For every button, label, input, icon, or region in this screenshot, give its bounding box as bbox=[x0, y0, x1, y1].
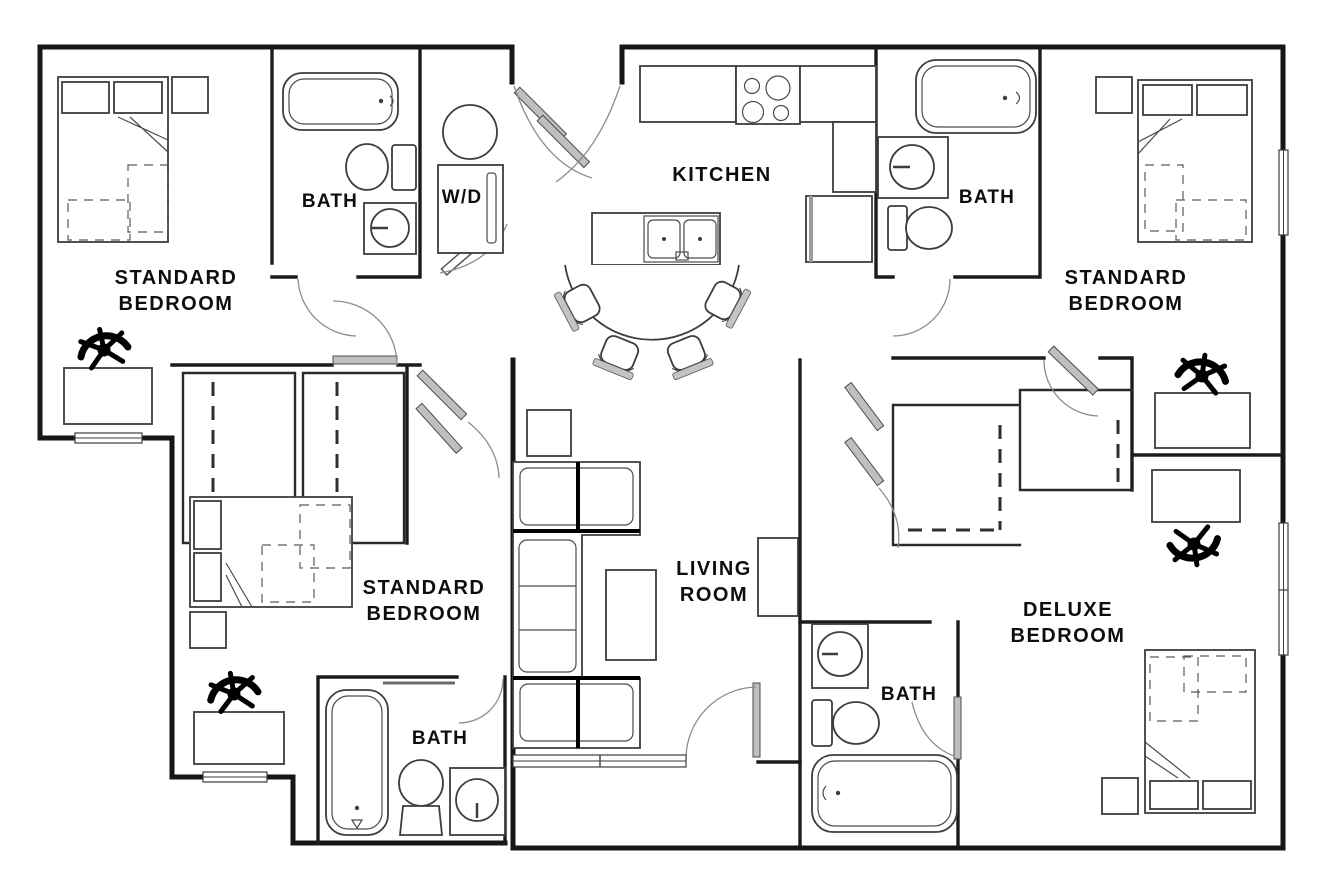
hall-door-panel bbox=[415, 402, 463, 454]
windows bbox=[74, 149, 1289, 783]
room-label-bath-bottom-left: BATH bbox=[412, 728, 468, 749]
coffee-table bbox=[605, 569, 657, 661]
room-label-living-room-2: ROOM bbox=[680, 584, 748, 606]
deluxe-door-panel bbox=[844, 436, 885, 487]
pillow bbox=[1142, 84, 1193, 116]
bath-door-panel bbox=[953, 696, 962, 760]
room-label-bedroom-top-left: STANDARD bbox=[115, 267, 238, 289]
refrigerator bbox=[805, 195, 873, 263]
desk bbox=[1151, 469, 1241, 523]
side-table bbox=[526, 409, 572, 457]
pillow bbox=[1202, 780, 1252, 810]
outer-walls bbox=[37, 44, 1286, 851]
desk-chair bbox=[1176, 352, 1229, 394]
sink-vanity bbox=[449, 767, 506, 836]
bath-top-left-fixtures bbox=[282, 72, 504, 255]
kitchen-counter bbox=[639, 65, 737, 123]
room-label-living-room: LIVING bbox=[676, 558, 752, 580]
nightstand bbox=[1101, 777, 1139, 815]
bed-top-left bbox=[57, 76, 209, 243]
kitchen-fixtures bbox=[552, 65, 877, 382]
washer-dryer bbox=[437, 104, 504, 254]
toilet bbox=[398, 759, 444, 836]
bathtub bbox=[811, 754, 958, 833]
entry-door-panel bbox=[536, 114, 591, 169]
room-label-bath-top-right: BATH bbox=[959, 187, 1015, 208]
kitchen-counter bbox=[799, 65, 877, 123]
room-label-bath-deluxe: BATH bbox=[881, 684, 937, 705]
toilet bbox=[887, 205, 953, 251]
bathtub bbox=[282, 72, 399, 131]
bed-top-right bbox=[1095, 76, 1253, 243]
side-table bbox=[757, 537, 799, 617]
closet-door-dashed bbox=[908, 425, 1002, 532]
hall-door-panel bbox=[416, 369, 468, 421]
bath-top-right-fixtures bbox=[877, 59, 1037, 251]
pillow bbox=[1196, 84, 1248, 116]
patio-door-panel bbox=[752, 682, 761, 758]
nightstand bbox=[171, 76, 209, 114]
kitchen-island-sink bbox=[591, 212, 721, 266]
sink-vanity bbox=[811, 623, 869, 689]
desk bbox=[1154, 392, 1251, 449]
bath-deluxe-fixtures bbox=[811, 623, 958, 833]
bedroom-door-panel bbox=[332, 355, 398, 365]
room-label-bedroom-bottom-left-2: BEDROOM bbox=[367, 603, 482, 625]
window bbox=[74, 432, 143, 444]
window-living-room bbox=[512, 754, 687, 768]
bathtub bbox=[915, 59, 1037, 134]
pillow bbox=[193, 500, 222, 550]
window bbox=[202, 771, 268, 783]
window bbox=[1278, 149, 1289, 236]
bath-bottom-left-fixtures bbox=[325, 689, 506, 836]
room-label-bedroom-bottom-left: STANDARD bbox=[363, 577, 486, 599]
room-label-bedroom-top-right: STANDARD bbox=[1065, 267, 1188, 289]
sink-vanity bbox=[363, 202, 417, 255]
desk-chair bbox=[1168, 526, 1221, 568]
doors bbox=[297, 85, 1100, 760]
bedroom-door-panel bbox=[1047, 345, 1100, 396]
room-labels: STANDARD BEDROOM STANDARD BEDROOM STANDA… bbox=[115, 164, 1188, 749]
room-label-bedroom-top-right-2: BEDROOM bbox=[1069, 293, 1184, 315]
deluxe-door-panel bbox=[844, 381, 885, 432]
desks bbox=[63, 324, 1251, 765]
dining-chair bbox=[660, 331, 715, 382]
room-label-bath-top-left: BATH bbox=[302, 191, 358, 212]
toilet bbox=[345, 143, 417, 191]
pillow bbox=[113, 81, 163, 114]
pillow bbox=[1149, 780, 1199, 810]
room-label-bedroom-top-left-2: BEDROOM bbox=[119, 293, 234, 315]
room-label-bedroom-deluxe: DELUXE bbox=[1023, 599, 1113, 621]
room-label-kitchen: KITCHEN bbox=[672, 164, 771, 186]
kitchen-counter bbox=[832, 121, 877, 193]
nightstand bbox=[189, 611, 227, 649]
toilet bbox=[811, 699, 880, 747]
bathtub bbox=[325, 689, 389, 836]
desk bbox=[193, 711, 285, 765]
living-room-furniture bbox=[512, 409, 799, 749]
desk-chair bbox=[207, 669, 261, 713]
sectional-sofa bbox=[512, 461, 641, 749]
desk-chair bbox=[76, 324, 130, 369]
pillow bbox=[193, 552, 222, 602]
bed-bottom-left bbox=[189, 496, 353, 649]
stove bbox=[735, 65, 801, 125]
pillow bbox=[61, 81, 110, 114]
bed-deluxe bbox=[1101, 649, 1256, 815]
sink-vanity bbox=[877, 136, 949, 199]
room-label-bedroom-deluxe-2: BEDROOM bbox=[1011, 625, 1126, 647]
window bbox=[1278, 522, 1289, 656]
room-label-laundry: W/D bbox=[442, 187, 483, 208]
desk bbox=[63, 367, 153, 425]
nightstand bbox=[1095, 76, 1133, 114]
